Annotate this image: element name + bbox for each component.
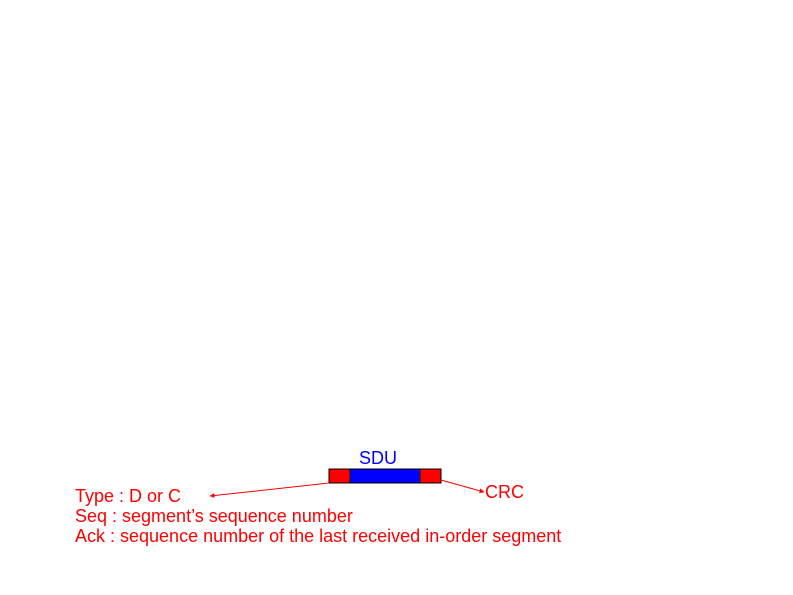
header-field <box>328 468 351 484</box>
header-arrow <box>209 482 330 498</box>
seq-description: Seq : segment’s sequence number <box>75 506 353 526</box>
crc-field <box>419 468 442 484</box>
field-descriptions: Type : D or C Seq : segment’s sequence n… <box>75 486 561 546</box>
sdu-field <box>349 468 421 484</box>
type-description: Type : D or C <box>75 486 182 506</box>
crc-arrow <box>440 479 485 494</box>
ack-description: Ack : sequence number of the last receiv… <box>75 526 562 546</box>
sdu-label: SDU <box>359 448 398 468</box>
crc-label: CRC <box>485 482 524 502</box>
